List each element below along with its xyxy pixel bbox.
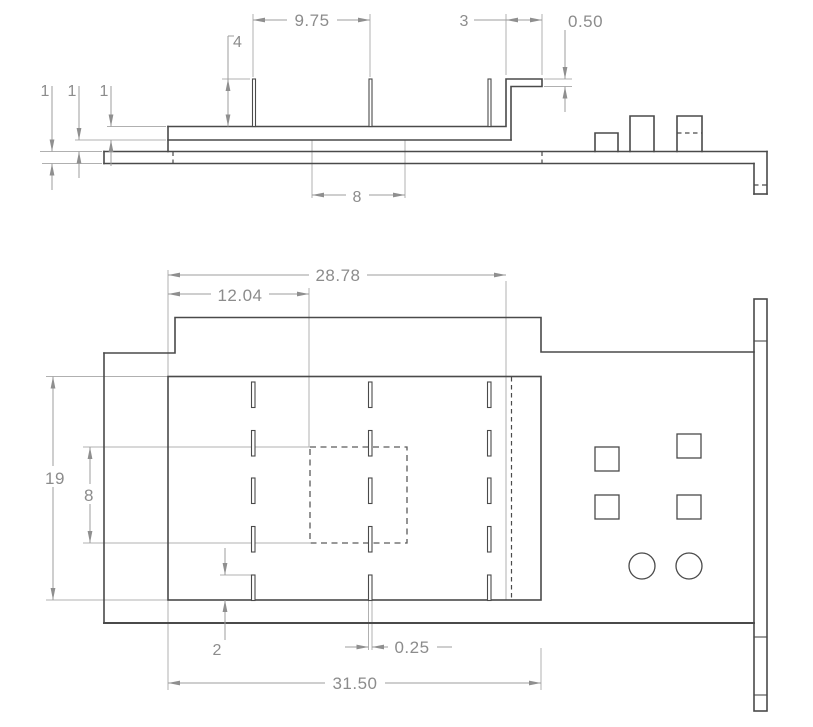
round-hole — [675, 552, 703, 580]
dim-fold-offset: 28.78 — [315, 266, 360, 285]
slot — [367, 429, 373, 457]
plan-holes — [594, 433, 703, 580]
top-plate-with-flange — [167, 78, 543, 141]
dim-top-plate-thickness: 1 — [100, 83, 109, 100]
inner-plate-outline — [167, 375, 542, 601]
plan-extension-lines — [46, 270, 542, 690]
side-dimensions: 9.75 4 3 0.50 1 1 1 — [41, 10, 603, 206]
dim-slot-width: 0.25 — [394, 638, 429, 657]
plan-view: 28.78 12.04 19 8 2 0.25 3 — [41, 266, 768, 712]
square-hole — [676, 494, 702, 520]
plan-dimensions: 28.78 12.04 19 8 2 0.25 3 — [41, 266, 541, 693]
plan-object-lines — [103, 298, 768, 712]
slot — [367, 381, 373, 409]
square-hole — [594, 446, 620, 472]
plan-hidden-lines — [309, 377, 513, 600]
flange-strip — [753, 298, 768, 712]
dim-flange-thickness: 0.50 — [568, 12, 603, 31]
dim-mid-plate-thickness: 1 — [68, 83, 77, 100]
pocket-hidden-outline — [309, 446, 408, 544]
fin — [251, 78, 257, 128]
dim-pocket-offset: 12.04 — [217, 286, 262, 305]
slot — [486, 525, 492, 553]
slot — [486, 574, 492, 602]
slot — [250, 381, 256, 409]
slot — [250, 429, 256, 457]
fin — [368, 78, 373, 128]
dim-wall-spacing: 9.75 — [294, 11, 329, 30]
slot — [250, 525, 256, 553]
slot — [250, 477, 256, 505]
round-hole — [628, 552, 656, 580]
slot — [367, 525, 373, 553]
dim-flange-length: 3 — [460, 13, 469, 30]
dim-overall-width: 31.50 — [332, 674, 377, 693]
side-extension-lines — [40, 14, 572, 198]
boss-tall-profile-1 — [629, 115, 655, 153]
slot — [486, 429, 492, 457]
slot — [486, 381, 492, 409]
side-object-lines — [103, 78, 768, 195]
slot — [250, 574, 256, 602]
outer-top-edge — [103, 316, 755, 354]
slot — [486, 477, 492, 505]
dim-wall-height: 4 — [233, 34, 242, 51]
boss-square-profile — [594, 132, 619, 153]
side-fins — [251, 78, 492, 128]
square-hole — [676, 433, 702, 459]
square-hole — [594, 494, 620, 520]
fin — [487, 78, 492, 128]
plan-slots — [250, 381, 492, 602]
dim-plate-depth: 19 — [45, 469, 65, 488]
slot — [367, 477, 373, 505]
dim-pocket-width-side: 8 — [353, 189, 362, 206]
dim-base-plate-thickness: 1 — [41, 83, 50, 100]
boss-tall-profile-2 — [676, 115, 703, 153]
slot — [367, 574, 373, 602]
dim-slot-length: 2 — [213, 642, 222, 659]
side-view: 9.75 4 3 0.50 1 1 1 — [40, 10, 768, 206]
side-hidden-lines — [172, 132, 767, 186]
dim-pocket-height: 8 — [84, 486, 94, 505]
